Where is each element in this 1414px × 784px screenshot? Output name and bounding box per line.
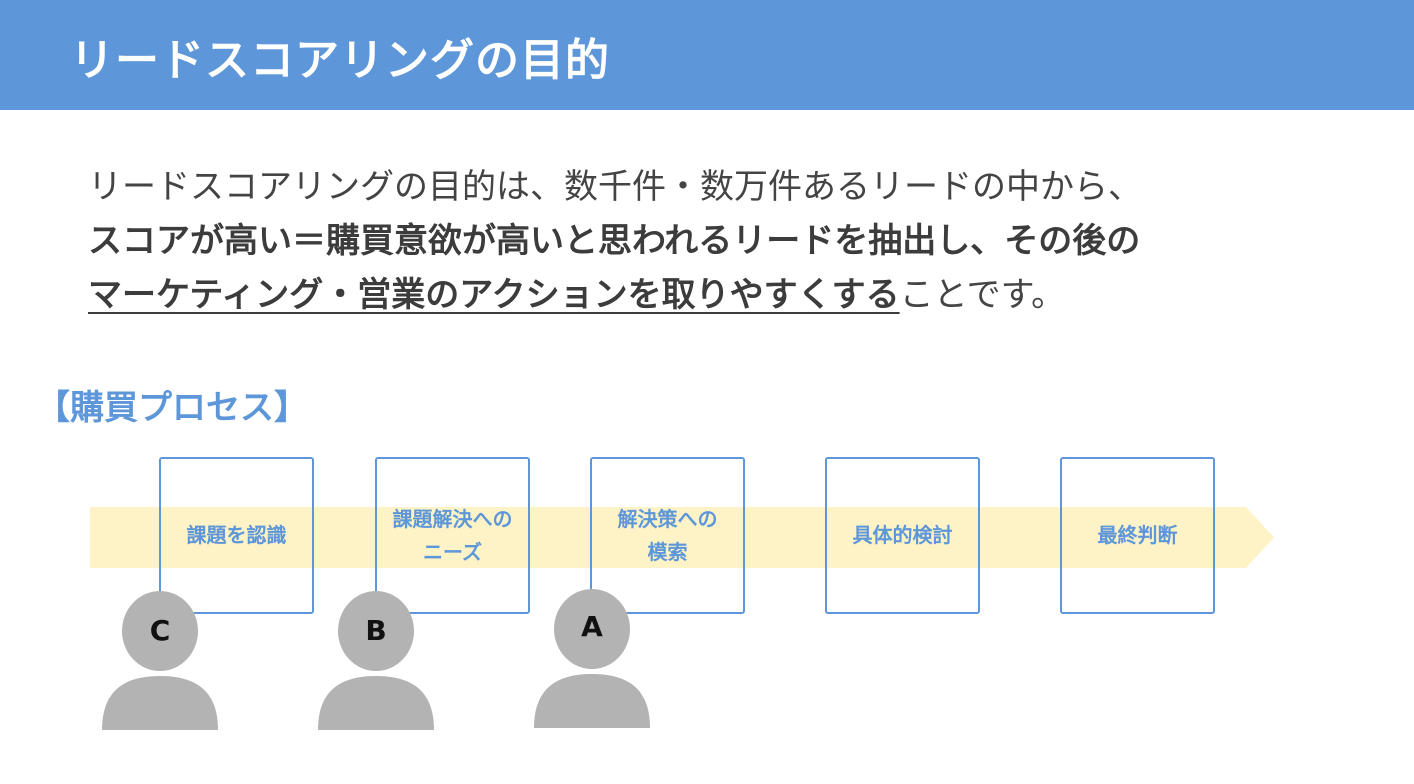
lead-letter-c: C <box>149 614 171 647</box>
intro-line-3: マーケティング・営業のアクションを取りやすくすることです。 <box>88 268 1368 322</box>
person-icon <box>318 591 434 730</box>
header-bar: リードスコアリングの目的 <box>0 0 1414 110</box>
lead-letter-a: A <box>581 610 603 643</box>
stage-label-1: 課題を認識 <box>186 523 287 547</box>
person-icon <box>102 591 218 730</box>
stage-label-3: 解決策への 模索 <box>617 506 718 564</box>
intro-line-2: スコアが高い＝購買意欲が高いと思われるリードを抽出し、その後の <box>88 221 1141 261</box>
stage-label-4: 具体的検討 <box>852 523 953 547</box>
stage-box-3: 解決策への 模索 <box>590 457 745 614</box>
stage-label-5: 最終判断 <box>1097 523 1178 547</box>
stage-box-2: 課題解決への ニーズ <box>375 457 530 614</box>
person-icon <box>534 589 650 728</box>
page-title: リードスコアリングの目的 <box>70 35 610 86</box>
purchase-process-label: 【購買プロセス】 <box>36 388 308 428</box>
stage-box-1: 課題を認識 <box>159 457 314 614</box>
lead-person-a: A <box>532 588 652 734</box>
lead-letter-b: B <box>365 614 387 647</box>
lead-person-b: B <box>316 590 436 736</box>
process-arrow <box>90 507 1274 568</box>
intro-line-1: リードスコアリングの目的は、数千件・数万件あるリードの中から、 <box>88 167 1142 207</box>
intro-line-3-tail: ことです。 <box>899 275 1066 315</box>
intro-line-3-emphasis: マーケティング・営業のアクションを取りやすくする <box>88 275 900 315</box>
stage-box-4: 具体的検討 <box>825 457 980 614</box>
stage-box-5: 最終判断 <box>1060 457 1215 614</box>
intro-text: リードスコアリングの目的は、数千件・数万件あるリードの中から、 スコアが高い＝購… <box>88 160 1368 322</box>
lead-person-c: C <box>100 590 220 736</box>
stage-label-2: 課題解決への ニーズ <box>392 506 513 564</box>
